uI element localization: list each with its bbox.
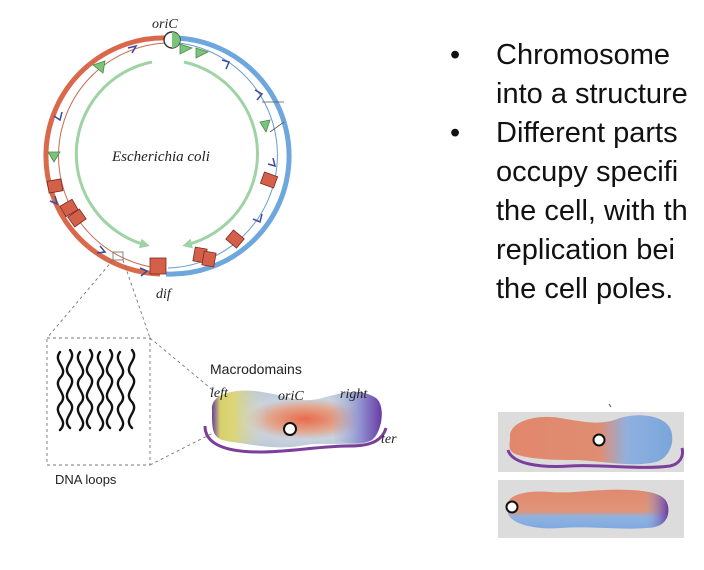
- oric-domain-label: oriC: [278, 389, 304, 404]
- macrodomain-cell: Macrodomains left oriC right ter: [203, 361, 397, 454]
- cell-image-1-oric-dot: [592, 433, 606, 447]
- oric-marker: [163, 31, 181, 49]
- species-label: Escherichia coli: [111, 149, 210, 165]
- bullet-2-line-1: Different parts: [496, 117, 678, 149]
- replication-arrow-left: [74, 60, 153, 249]
- dna-loops-inset: DNA loops: [46, 337, 151, 487]
- tick-blocks: [46, 171, 279, 275]
- cell-membrane: [203, 425, 388, 454]
- bullet-2-line-5: the cell poles.: [496, 273, 674, 305]
- cell-image-2: [498, 480, 684, 538]
- green-markers: [47, 43, 271, 163]
- left-domain-label: left: [210, 386, 229, 401]
- dif-label: dif: [156, 287, 173, 302]
- zoom-projection-lines: [46, 251, 216, 466]
- cell-image-2-oric-dot: [505, 500, 519, 514]
- replication-arrow-right: [182, 60, 259, 249]
- right-arm: [165, 35, 292, 277]
- oric-label: oriC: [152, 17, 178, 32]
- bullet-item-1: Chromosome into a structure: [450, 36, 704, 114]
- circular-chromosome: oriC Escherichia coli dif: [43, 17, 292, 302]
- bullet-2-line-4: replication bei: [496, 234, 675, 266]
- bullet-2-line-2: occupy specifi: [496, 156, 679, 188]
- dna-loops-label: DNA loops: [55, 472, 117, 487]
- left-arm: [43, 35, 169, 277]
- right-domain-label: right: [340, 387, 368, 402]
- macrodomains-title: Macrodomains: [210, 361, 302, 377]
- bullet-2-line-3: the cell, with th: [496, 195, 688, 227]
- oric-dot: [283, 422, 297, 436]
- cell-image-1: [498, 403, 684, 472]
- bullet-list: Chromosome into a structure Different pa…: [450, 36, 704, 326]
- ter-domain-label: ter: [381, 432, 397, 447]
- orientation-arrows: [49, 44, 277, 277]
- bullet-1-line-2: into a structure: [496, 78, 688, 110]
- bullet-item-2: Different parts occupy specifi the cell,…: [450, 114, 704, 309]
- bullet-1-line-1: Chromosome: [496, 39, 671, 71]
